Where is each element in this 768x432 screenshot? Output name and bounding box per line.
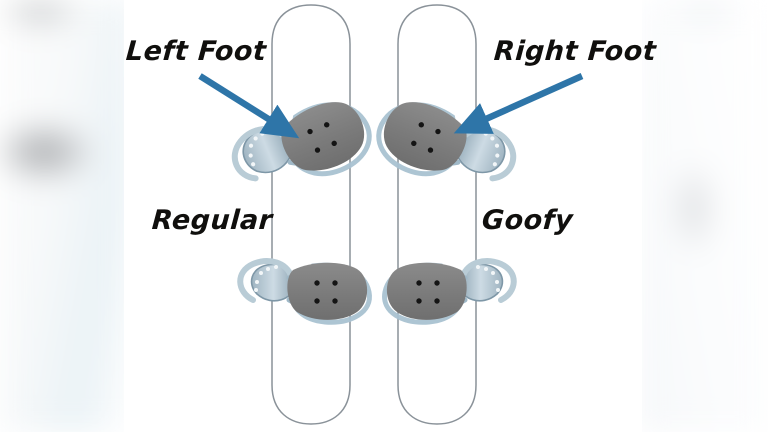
blurred-left-gutter [0,0,132,432]
right-foot-label: Right Foot [492,36,658,67]
blurred-right-gutter [636,0,768,432]
regular-board-outline [271,4,351,425]
regular-stance-label: Regular [150,205,274,236]
left-foot-arrow [198,73,300,139]
right-foot-arrow [453,73,584,134]
goofy-board-outline [397,4,477,425]
goofy-rear-binding [385,261,514,322]
left-foot-label: Left Foot [124,36,268,67]
snowboard-illustration-panel [124,0,642,432]
regular-rear-binding [240,261,369,322]
goofy-stance-label: Goofy [480,205,575,236]
